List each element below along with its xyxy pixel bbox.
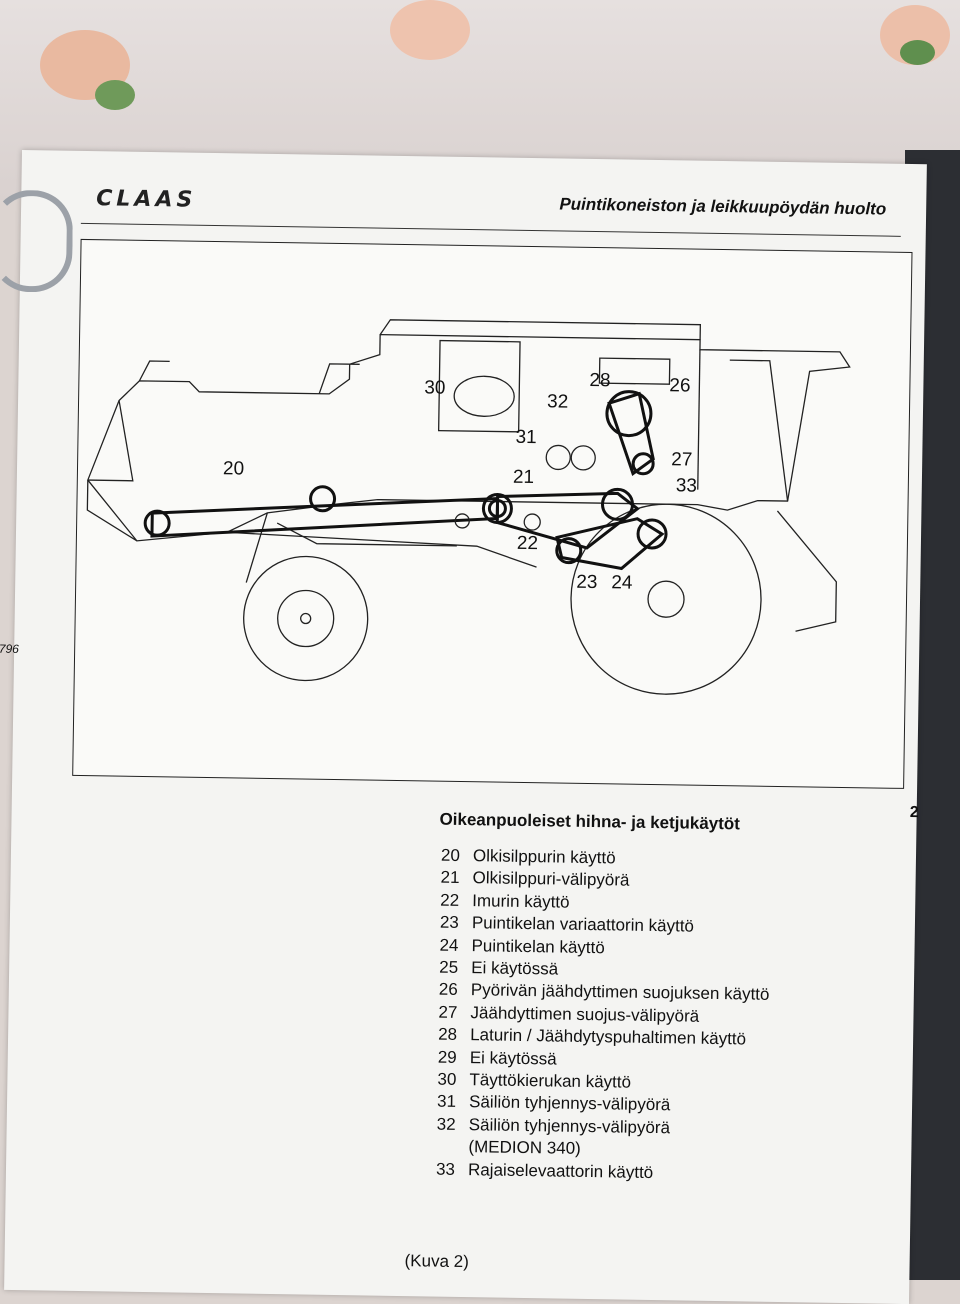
combine-harvester-drawing: 20 21 22 23 24 26 27 28 30 31 32 33 bbox=[86, 319, 851, 695]
legend-number: 25 bbox=[439, 957, 459, 977]
callout-26: 26 bbox=[669, 375, 690, 396]
bleed-through-text bbox=[5, 790, 402, 1216]
figure-number: 2 bbox=[909, 804, 919, 822]
legend-number: 33 bbox=[435, 1159, 456, 1179]
callout-30: 30 bbox=[424, 377, 445, 398]
callout-28: 28 bbox=[589, 370, 610, 391]
combine-diagram: 20 21 22 23 24 26 27 28 30 31 32 33 bbox=[72, 238, 913, 789]
legend-number: 20 bbox=[440, 845, 461, 865]
legend-text: Olkisilppurin käyttö bbox=[472, 846, 616, 868]
callout-24: 24 bbox=[611, 572, 633, 593]
belt-28 bbox=[607, 391, 655, 477]
legend-text: Täyttökierukan käyttö bbox=[469, 1070, 632, 1092]
legend-number: 23 bbox=[439, 912, 459, 933]
manual-page: CLAAS Puintikoneiston ja leikkuupöydän h… bbox=[0, 150, 927, 1304]
wheels bbox=[243, 503, 762, 695]
legend-text: Rajaiselevaattorin käyttö bbox=[467, 1159, 654, 1182]
belt-drives bbox=[143, 390, 668, 571]
legend-text: Säiliön tyhjennys-välipyörä bbox=[468, 1092, 671, 1115]
front-wheel bbox=[570, 503, 762, 695]
legend-number: 22 bbox=[440, 890, 460, 910]
callout-20: 20 bbox=[223, 458, 244, 479]
legend-number: 29 bbox=[437, 1047, 457, 1067]
callout-22: 22 bbox=[517, 533, 538, 554]
legend-number: 21 bbox=[440, 868, 460, 888]
callout-33: 33 bbox=[676, 475, 697, 496]
callout-31: 31 bbox=[515, 427, 536, 448]
leaf-decoration bbox=[900, 40, 935, 65]
leaf-decoration bbox=[95, 80, 135, 110]
legend-text: Puintikelan käyttö bbox=[471, 935, 605, 957]
brand-logo: CLAAS bbox=[96, 186, 197, 213]
figure-caption: (Kuva 2) bbox=[404, 1251, 469, 1272]
legend-item: 32 Säiliön tyhjennys-välipyörä (MEDION 34… bbox=[436, 1114, 877, 1166]
legend-text: Imurin käyttö bbox=[472, 890, 570, 912]
legend-text: Säiliön tyhjennys-välipyörä (MEDION 340) bbox=[468, 1115, 671, 1159]
legend-number: 26 bbox=[438, 980, 458, 1000]
figure-code: 1796 bbox=[0, 641, 19, 657]
legend-number: 32 bbox=[436, 1114, 456, 1134]
belt-20 bbox=[150, 496, 500, 538]
callout-27: 27 bbox=[671, 449, 692, 470]
legend-number: 27 bbox=[438, 1002, 458, 1022]
header-divider bbox=[80, 222, 901, 237]
belt-23 bbox=[555, 517, 665, 571]
rear-wheel bbox=[243, 555, 369, 682]
legend-number: 24 bbox=[439, 935, 459, 955]
section-title: Oikeanpuoleiset hihna- ja ketjukäytöt bbox=[439, 809, 741, 834]
callout-32: 32 bbox=[547, 391, 568, 412]
page-header-title: Puintikoneiston ja leikkuupöydän huolto bbox=[559, 194, 887, 219]
legend-text: Ei käytössä bbox=[471, 958, 559, 979]
legend-text: Olkisilppuri-välipyörä bbox=[472, 868, 630, 891]
callout-21: 21 bbox=[513, 467, 534, 488]
legend-number: 31 bbox=[436, 1092, 457, 1112]
legend-number: 30 bbox=[437, 1069, 457, 1089]
legend-text: Ei käytössä bbox=[469, 1047, 557, 1069]
binder-ring bbox=[0, 189, 74, 293]
legend-list: 20 Olkisilppurin käyttö 21 Olkisilppuri-väl… bbox=[436, 845, 881, 1188]
callout-23: 23 bbox=[576, 572, 597, 593]
belt-21 bbox=[495, 491, 640, 550]
callout-labels: 20 21 22 23 24 26 27 28 30 31 32 33 bbox=[223, 370, 697, 594]
blossom-decoration bbox=[390, 0, 470, 60]
legend-number: 28 bbox=[438, 1024, 458, 1045]
